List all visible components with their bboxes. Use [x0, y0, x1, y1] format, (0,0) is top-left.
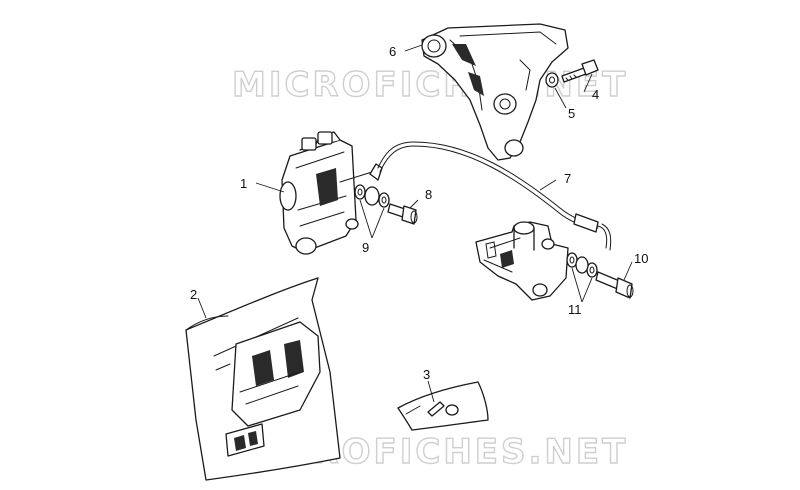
- callout-6: 6: [389, 44, 396, 59]
- part-brake-hose[interactable]: [377, 141, 612, 251]
- callout-9: 9: [362, 240, 369, 255]
- callout-1: 1: [240, 176, 247, 191]
- part-master-cylinder[interactable]: [475, 221, 569, 301]
- callout-8: 8: [425, 187, 432, 202]
- callout-10: 10: [634, 251, 648, 266]
- part-banjo-caliper[interactable]: [364, 163, 383, 206]
- callout-7: 7: [564, 171, 571, 186]
- part-bolt-bracket[interactable]: [561, 59, 599, 83]
- callout-4: 4: [592, 87, 599, 102]
- part-washers-master-cylinder[interactable]: [566, 252, 598, 278]
- part-hardware-bag[interactable]: [397, 381, 489, 431]
- part-banjo-bolt-caliper[interactable]: [387, 203, 418, 225]
- part-pad-kit-bag[interactable]: [185, 277, 341, 481]
- part-banjo-bolt-master-cylinder[interactable]: [595, 271, 634, 299]
- leader-lines: [197, 44, 633, 403]
- part-washers-caliper[interactable]: [354, 184, 390, 208]
- part-bracket[interactable]: [421, 23, 569, 161]
- callout-2: 2: [190, 287, 197, 302]
- part-washer-bracket[interactable]: [545, 72, 559, 88]
- part-caliper[interactable]: [279, 131, 373, 255]
- callout-3: 3: [423, 367, 430, 382]
- callout-5: 5: [568, 106, 575, 121]
- watermark-top: MICROFICHES.NET: [232, 65, 628, 105]
- callout-11: 11: [568, 302, 582, 317]
